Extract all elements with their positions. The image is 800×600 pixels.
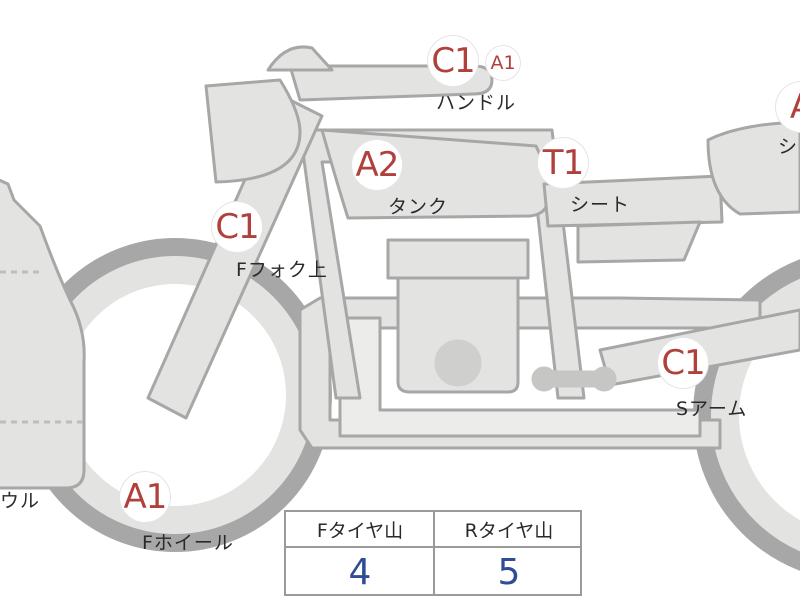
marker-seat: T1 bbox=[538, 138, 588, 188]
marker-swingarm: C1 bbox=[658, 338, 708, 388]
marker-front-wheel: A1 bbox=[120, 472, 170, 522]
tire-tread-table: Fタイヤ山 Rタイヤ山 4 5 bbox=[284, 510, 582, 596]
marker-handle: C1 bbox=[428, 36, 478, 86]
label-right-partial: シ bbox=[778, 136, 799, 158]
engine-cover bbox=[434, 339, 482, 387]
front-fork bbox=[146, 94, 324, 420]
marker-fork: C1 bbox=[212, 202, 262, 252]
front-fairing bbox=[0, 178, 86, 490]
label-swingarm: Sアーム bbox=[676, 398, 748, 420]
rear-wheel bbox=[693, 259, 800, 571]
header-front-tire: Fタイヤ山 bbox=[316, 519, 404, 542]
label-seat: シート bbox=[570, 194, 631, 216]
label-tank: タンク bbox=[388, 196, 449, 218]
engine-block bbox=[396, 276, 520, 394]
header-rear-tire: Rタイヤ山 bbox=[464, 519, 554, 542]
label-front-wheel: Fホイール bbox=[142, 532, 234, 554]
table-divider-v bbox=[433, 512, 435, 594]
value-front-tire: 4 bbox=[348, 551, 372, 593]
label-fork: Fフォク上 bbox=[236, 259, 328, 281]
headlight bbox=[204, 78, 302, 184]
value-rear-tire: 5 bbox=[497, 551, 521, 593]
seat bbox=[542, 174, 724, 228]
side-cover bbox=[576, 220, 702, 264]
engine-head bbox=[386, 238, 530, 280]
mirror bbox=[266, 45, 334, 72]
marker-handle-small: A1 bbox=[486, 46, 520, 80]
label-cowl-partial: ウル bbox=[0, 490, 41, 512]
rear-cowl bbox=[706, 120, 800, 216]
marker-tank: A2 bbox=[352, 140, 402, 190]
label-handle: ハンドル bbox=[436, 92, 517, 114]
